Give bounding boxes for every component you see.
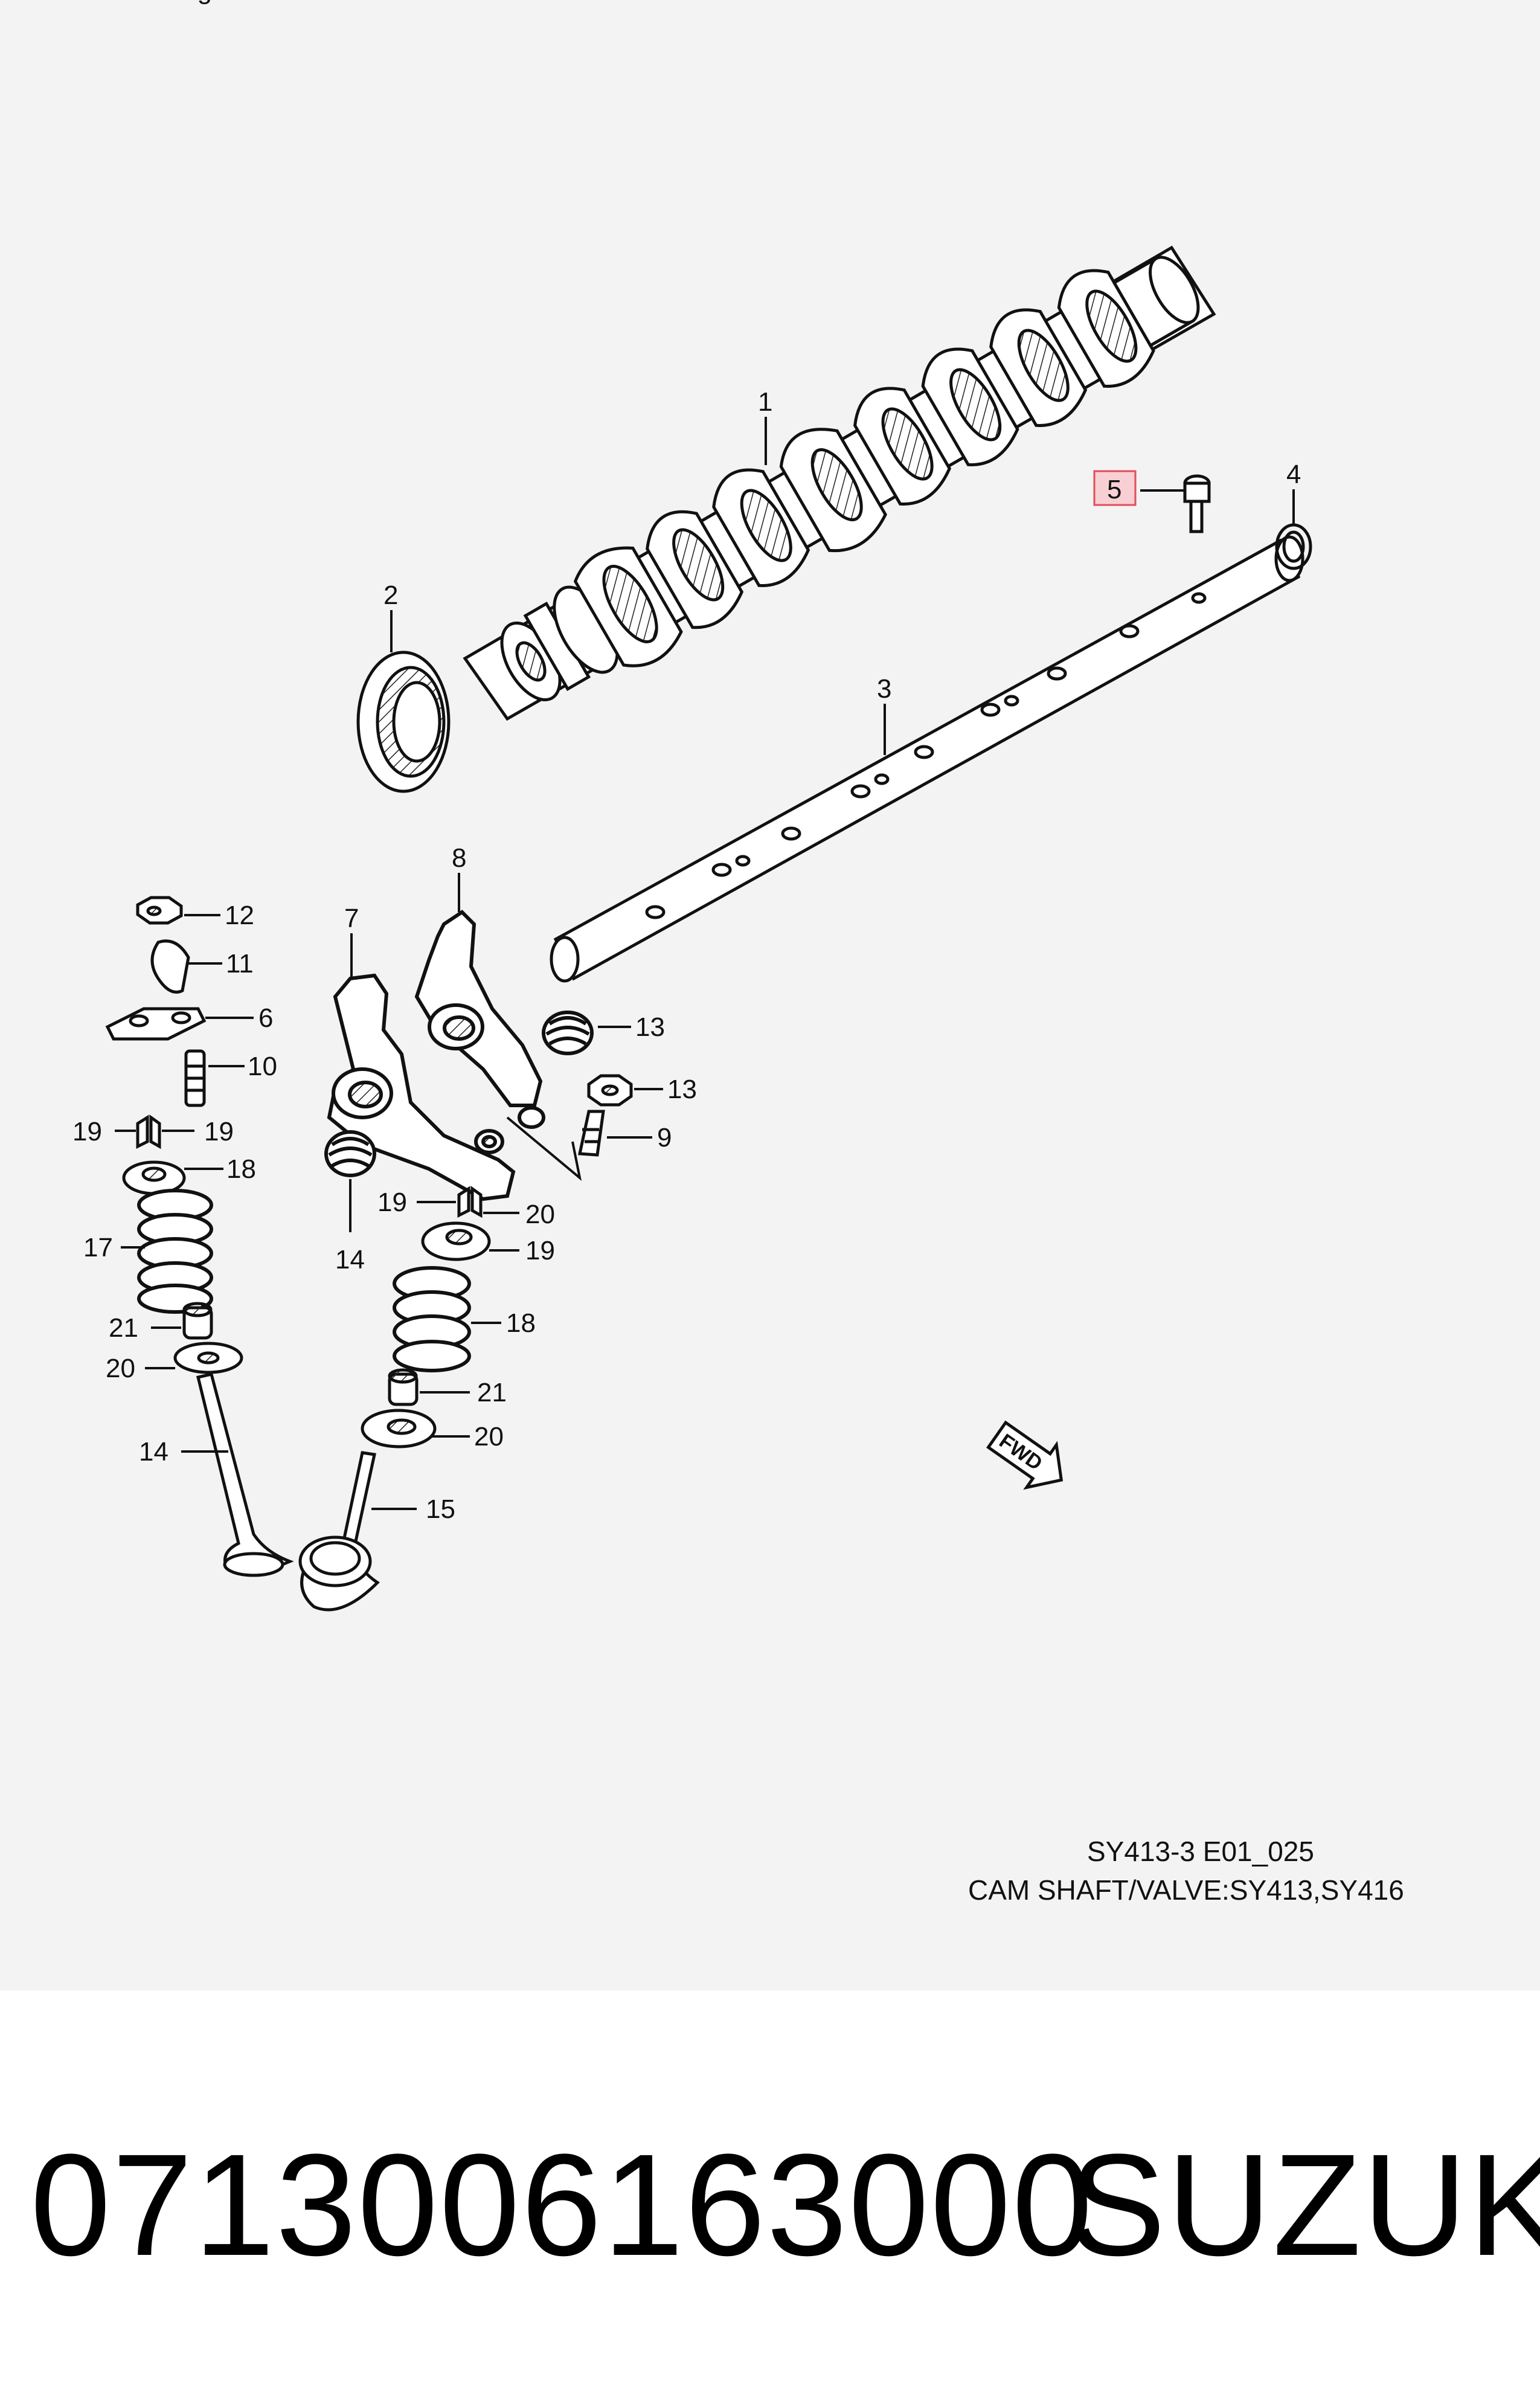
callout-20a: 20: [106, 1354, 135, 1383]
callout-6: 6: [258, 1003, 273, 1033]
callout-8: 8: [452, 843, 466, 873]
callout-16: 15: [426, 1494, 455, 1524]
callout-5: 5: [1107, 475, 1121, 504]
rocker-spring-part[interactable]: [542, 1011, 594, 1055]
callout-17a: 17: [83, 1233, 113, 1262]
oil-seal-part[interactable]: [356, 651, 451, 793]
callout-3: 3: [877, 674, 891, 704]
callout-19a: 19: [72, 1117, 102, 1146]
brand-name: SUZUKI: [1069, 2124, 1540, 2286]
callout-18a: 18: [226, 1154, 256, 1184]
exhaust-valve-part[interactable]: [298, 1451, 380, 1612]
plate-part[interactable]: [105, 1007, 207, 1041]
adjusting-screw-part[interactable]: [184, 1049, 206, 1107]
rocker-spring-part[interactable]: [324, 1130, 376, 1177]
adjusting-screw-part[interactable]: [577, 1110, 605, 1157]
diagram-code: SY413-3 E01_025: [1087, 1836, 1314, 1867]
diagram-sheet: Fig.23 1: [0, 0, 1540, 1990]
callout-21b: 21: [477, 1378, 507, 1407]
callout-12: 12: [225, 901, 254, 930]
callout-19b: 19: [204, 1117, 234, 1146]
clip-part[interactable]: [150, 939, 190, 994]
o-ring-part[interactable]: [1275, 523, 1312, 570]
callout-18b: 19: [525, 1236, 555, 1265]
figure-corner-text: Fig.23: [175, 0, 249, 5]
highlight-box[interactable]: [1093, 470, 1137, 506]
callout-13: 13: [667, 1075, 697, 1104]
callout-17b: 18: [506, 1308, 536, 1338]
valve-cotter-part[interactable]: [136, 1114, 161, 1149]
callout-15: 14: [139, 1437, 168, 1467]
screw-part[interactable]: [1183, 474, 1211, 533]
callout-14b: 14: [335, 1245, 365, 1275]
forward-direction-arrow: FWD: [986, 1420, 1064, 1490]
spring-retainer-part[interactable]: [421, 1221, 491, 1261]
rocker-arm-exhaust-part[interactable]: [414, 910, 545, 1129]
callout-19c: 19: [377, 1188, 407, 1217]
callout-19d: 20: [525, 1200, 555, 1229]
camshaft-part[interactable]: [463, 227, 1221, 728]
lock-nut-part[interactable]: [587, 1074, 633, 1107]
callout-21a: 21: [109, 1313, 138, 1343]
callout-20b: 20: [474, 1422, 504, 1452]
callout-7: 7: [344, 904, 359, 933]
callout-9: 9: [657, 1123, 672, 1153]
valve-stem-seal-part[interactable]: [388, 1368, 419, 1406]
valve-spring-part[interactable]: [393, 1266, 471, 1372]
valve-spring-part[interactable]: [137, 1189, 213, 1314]
nut-part[interactable]: [136, 896, 183, 925]
spring-seat-part[interactable]: [361, 1409, 437, 1448]
spring-seat-part[interactable]: [173, 1342, 243, 1374]
intake-valve-part[interactable]: [196, 1372, 294, 1577]
spring-retainer-part[interactable]: [122, 1160, 186, 1195]
part-number: 0713006163000: [30, 2124, 1094, 2286]
callout-1: 1: [758, 387, 772, 417]
callout-10: 10: [248, 1052, 277, 1081]
valve-stem-seal-part[interactable]: [182, 1302, 213, 1340]
rocker-arm-intake-part[interactable]: [327, 973, 516, 1201]
callout-4: 4: [1286, 460, 1301, 489]
diagram-title: CAM SHAFT/VALVE:SY413,SY416: [968, 1874, 1404, 1906]
valve-cotter-part[interactable]: [457, 1186, 483, 1218]
callout-11: 11: [226, 949, 254, 979]
exploded-parts-diagram: Fig.23 1: [72, 0, 1312, 1612]
callout-2: 2: [383, 580, 398, 610]
callout-14a: 13: [635, 1012, 665, 1042]
